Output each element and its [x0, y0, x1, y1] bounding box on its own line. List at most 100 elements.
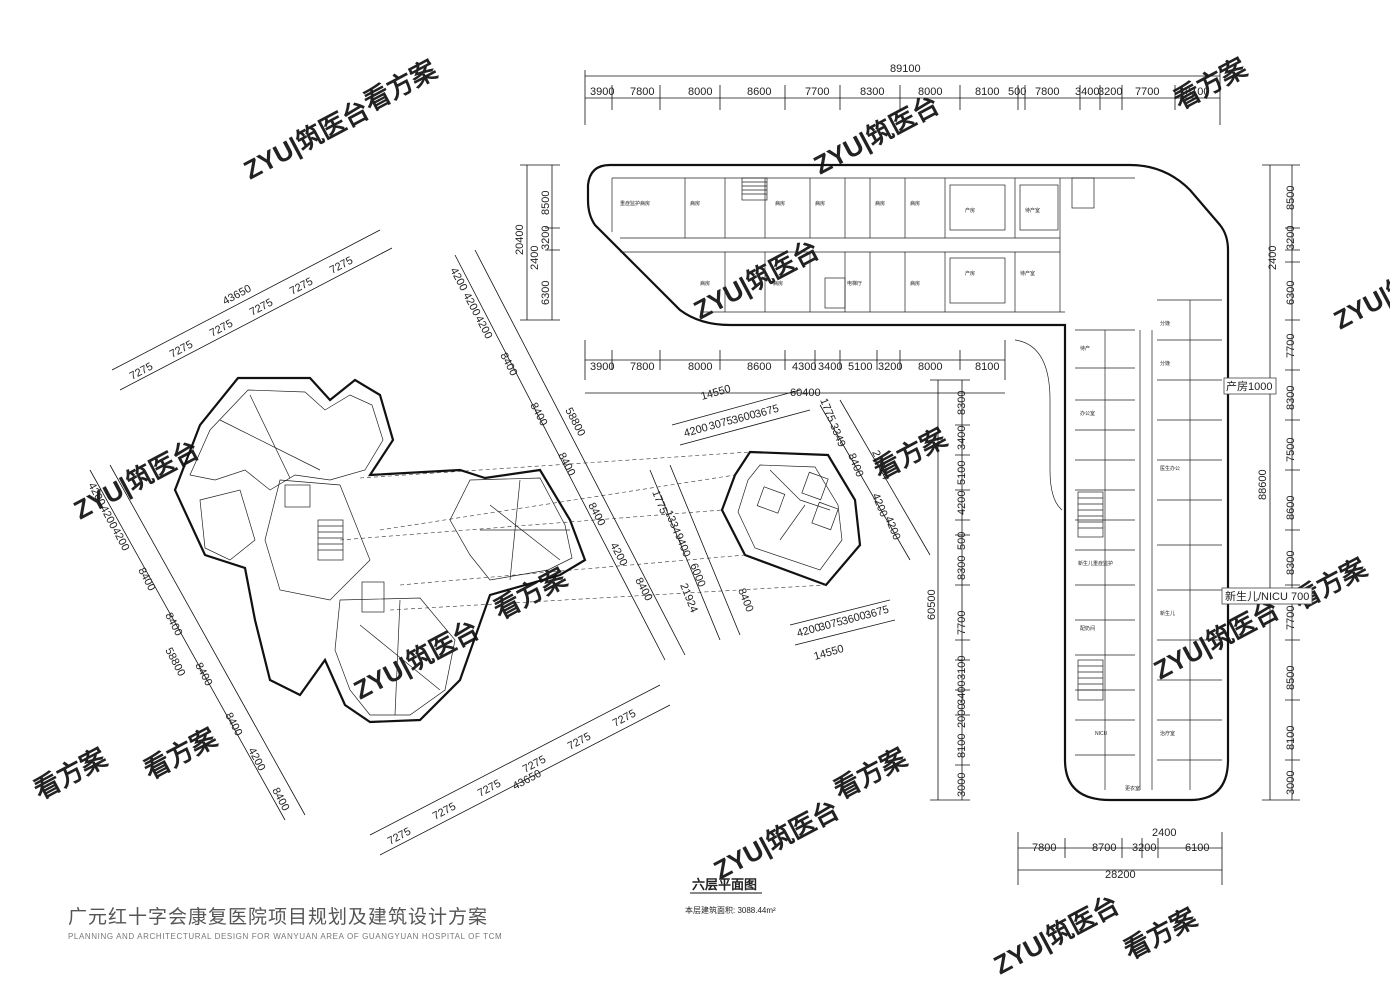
- dim-right-wing: 3000: [1285, 771, 1297, 795]
- dim-hex-top: 7275: [288, 276, 315, 298]
- room-label: 待产: [1080, 345, 1090, 352]
- dim-inner: 5100: [956, 461, 968, 485]
- dim-bottom-seg: 8700: [1092, 842, 1116, 854]
- dim-small-right-extra: 8400: [735, 587, 755, 614]
- room-label: 病房: [875, 200, 885, 207]
- dim-top-seg: 3200: [1098, 86, 1122, 98]
- annex-plan: 4200 3075 3600 3675 14550 4200 3075 3600…: [649, 383, 931, 663]
- dim-small-right: 1775: [817, 397, 837, 424]
- watermark-brand: 看方案: [489, 562, 573, 626]
- room-label: 重症监护病房: [620, 200, 650, 207]
- dim-small-right: 4200: [882, 515, 902, 542]
- dim-mid-seg: 5100: [848, 361, 872, 373]
- dim-top-seg: 7800: [1035, 86, 1059, 98]
- dim-hex-top: 7275: [168, 339, 195, 361]
- dim-bottom-seg: 2400: [1152, 827, 1176, 839]
- plan-area: 本层建筑面积: 3088.44m²: [685, 905, 776, 915]
- dim-top-seg: 8000: [918, 86, 942, 98]
- watermark-logo: ZYU|筑医台: [239, 94, 374, 185]
- watermark-logo: ZYU|筑医台: [709, 794, 844, 885]
- dim-inner: 2000: [956, 704, 968, 728]
- dim-right-wing: 8600: [1285, 496, 1297, 520]
- dim-inner: 7700: [956, 611, 968, 635]
- dim-hex-top: 7275: [248, 297, 275, 319]
- room-label: 治疗室: [1160, 730, 1175, 737]
- room-label: 待产室: [1025, 207, 1040, 214]
- room-label: 电梯厅: [847, 280, 862, 287]
- dim-inner: 500: [956, 532, 968, 550]
- dim-right-wing: 8500: [1285, 666, 1297, 690]
- dim-bottom-seg: 3200: [1132, 842, 1156, 854]
- dim-inner: 8300: [956, 391, 968, 415]
- dim-small-left: 1334: [662, 509, 682, 536]
- watermark-brand: 看方案: [1119, 902, 1203, 966]
- dim-inner: 8300: [956, 556, 968, 580]
- dim-hex-bottom: 7275: [431, 801, 458, 823]
- dim-hex-right: 4200: [447, 266, 469, 293]
- plan-name: 六层平面图: [692, 877, 757, 892]
- main-l-plan: 重症监护病房 病房 病房 病房 病房 病房 病房 病房 电梯厅 病房 产房 待产…: [586, 163, 1230, 802]
- room-label: 分娩: [1160, 320, 1170, 327]
- watermark-layer: ZYU|筑医台 看方案 ZYU|筑医台 看方案 ZYU|筑医台 ZYU|筑医台 …: [29, 52, 1390, 981]
- dim-left-wing: 8500: [540, 191, 552, 215]
- plan-caption: 六层平面图 本层建筑面积: 3088.44m²: [685, 877, 776, 915]
- dim-mid-seg: 3200: [878, 361, 902, 373]
- room-label: 病房: [775, 200, 785, 207]
- dim-small-left: 9400: [672, 532, 692, 559]
- watermark-brand: 看方案: [1289, 552, 1373, 616]
- dim-small-top: 4200: [683, 422, 710, 440]
- dim-top-seg: 8600: [747, 86, 771, 98]
- dim-right-wing: 2400: [1267, 246, 1279, 270]
- room-label: 产房: [965, 270, 975, 277]
- dim-top-seg: 8300: [860, 86, 884, 98]
- room-label: 病房: [815, 200, 825, 207]
- dim-small-right: 8400: [845, 452, 865, 479]
- watermark-logo: ZYU|筑医台: [349, 614, 484, 705]
- callouts: 产房1000 新生儿/NICU 700: [1221, 377, 1313, 605]
- dim-right-total: 88600: [1257, 469, 1269, 500]
- dim-inner: 8100: [956, 734, 968, 758]
- dim-right-wing: 7500: [1285, 438, 1297, 462]
- dim-hex-left-total: 58800: [162, 646, 187, 679]
- room-label: 新生儿重症监护: [1078, 560, 1113, 567]
- dim-top-seg: 3900: [590, 86, 614, 98]
- dim-small-right: 3349: [827, 422, 847, 449]
- room-label: 病房: [910, 200, 920, 207]
- dim-mid-seg: 8000: [918, 361, 942, 373]
- dim-hex-left: 8400: [162, 611, 184, 638]
- dim-hex-right: 4200: [460, 291, 482, 318]
- dim-top-seg: 7700: [805, 86, 829, 98]
- dim-hex-left: 8400: [135, 566, 157, 593]
- dim-mid-seg: 8100: [975, 361, 999, 373]
- dim-top-total: 89100: [890, 63, 921, 75]
- dim-hex-right: 8400: [555, 451, 577, 478]
- callout-delivery: 产房1000: [1226, 379, 1272, 393]
- dim-mid-seg: 3900: [590, 361, 614, 373]
- dim-hex-left: 8400: [192, 661, 214, 688]
- dim-hex-top: 7275: [208, 318, 235, 340]
- dim-right-wing: 8100: [1285, 726, 1297, 750]
- dim-inner: 3400: [956, 681, 968, 705]
- dim-inner: 3100: [956, 656, 968, 680]
- room-label: 新生儿: [1160, 610, 1175, 617]
- watermark-brand: 看方案: [829, 742, 913, 806]
- room-label: 病房: [700, 280, 710, 287]
- dim-top-seg: 500: [1008, 86, 1026, 98]
- dim-hex-left: 4200: [109, 526, 131, 553]
- watermark-brand: 看方案: [359, 54, 443, 118]
- dim-bottom-seg: 7800: [1032, 842, 1056, 854]
- dim-bottom-total: 28200: [1105, 869, 1136, 881]
- dim-mid-total: 60400: [790, 387, 821, 399]
- room-label: NICU: [1095, 731, 1108, 737]
- dim-small-right: 4200: [869, 492, 889, 519]
- dim-hex-right: 8400: [497, 351, 519, 378]
- dim-hex-top-total: 43650: [221, 283, 254, 308]
- main-plan-dimensions: 89100 3900 7800 8000 8600 7700 8300 8000…: [514, 63, 1300, 885]
- dim-inner: 3000: [956, 773, 968, 797]
- dim-top-seg: 7800: [630, 86, 654, 98]
- room-label: 产房: [965, 207, 975, 214]
- dim-inner: 3400: [956, 426, 968, 450]
- room-label: 待产室: [1020, 270, 1035, 277]
- room-label: 分娩: [1160, 360, 1170, 367]
